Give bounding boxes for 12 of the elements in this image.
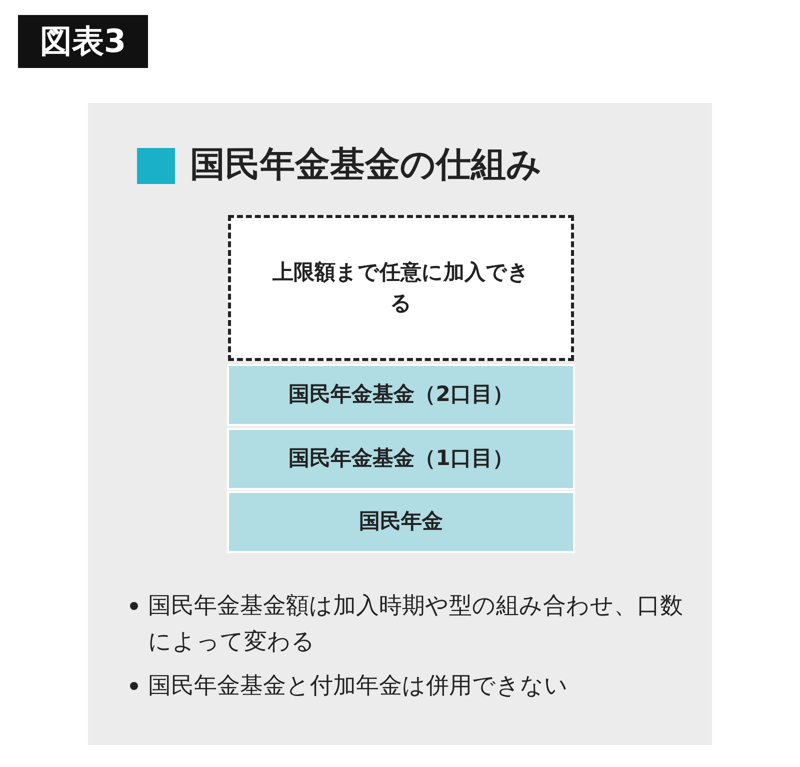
note-text: 国民年金基金と付加年金は併用できない [148,672,568,701]
note-text: 国民年金基金額は加入時期や型の組み合わせ、口数によって変わる [148,592,684,657]
box-text: 国民年金 [359,508,443,536]
layer-box [227,428,575,490]
box-text: 国民年金基金（1口目） [288,445,514,472]
optional-contribution-box [228,215,574,361]
diagram-title: 国民年金基金の仕組み [190,144,542,187]
layer-box [227,491,575,553]
figure-number: 図表3 [18,15,148,68]
layer-box [227,364,575,426]
box-text: 上限額まで任意に加入できる [272,258,530,317]
box-text: 国民年金基金（2口目） [288,381,514,408]
